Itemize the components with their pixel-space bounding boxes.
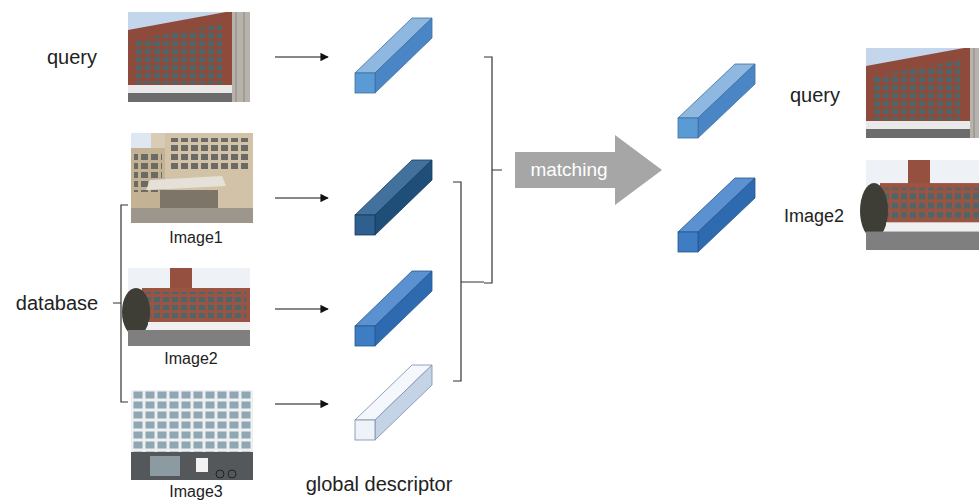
descriptor-box [355, 365, 432, 440]
database-bracket [113, 205, 128, 402]
query-photo [866, 48, 979, 138]
descriptor-box [678, 178, 755, 252]
image-caption: Image2 [164, 350, 217, 368]
descriptor-box [678, 64, 755, 138]
database-photo [131, 133, 253, 223]
result-label: Image2 [784, 207, 844, 227]
group-bracket [453, 182, 484, 381]
database-photo [131, 390, 253, 480]
arrow-label: matching [530, 160, 607, 181]
image-caption: Image3 [169, 483, 222, 501]
query-photo [128, 12, 250, 102]
descriptor-box [355, 160, 432, 235]
arrow-shape [515, 135, 662, 205]
query-label: query [790, 84, 840, 106]
group-bracket [484, 57, 502, 283]
descriptor-box [355, 271, 432, 346]
axis-label: global descriptor [306, 473, 453, 495]
descriptor-box [355, 18, 432, 93]
matching-arrow: matching [515, 135, 662, 205]
matched-photo [860, 160, 979, 250]
image-caption: Image1 [169, 229, 222, 247]
group-label: database [16, 292, 98, 314]
query-label: query [47, 46, 97, 68]
extract-arrow [275, 57, 328, 404]
database-photo [122, 268, 250, 346]
